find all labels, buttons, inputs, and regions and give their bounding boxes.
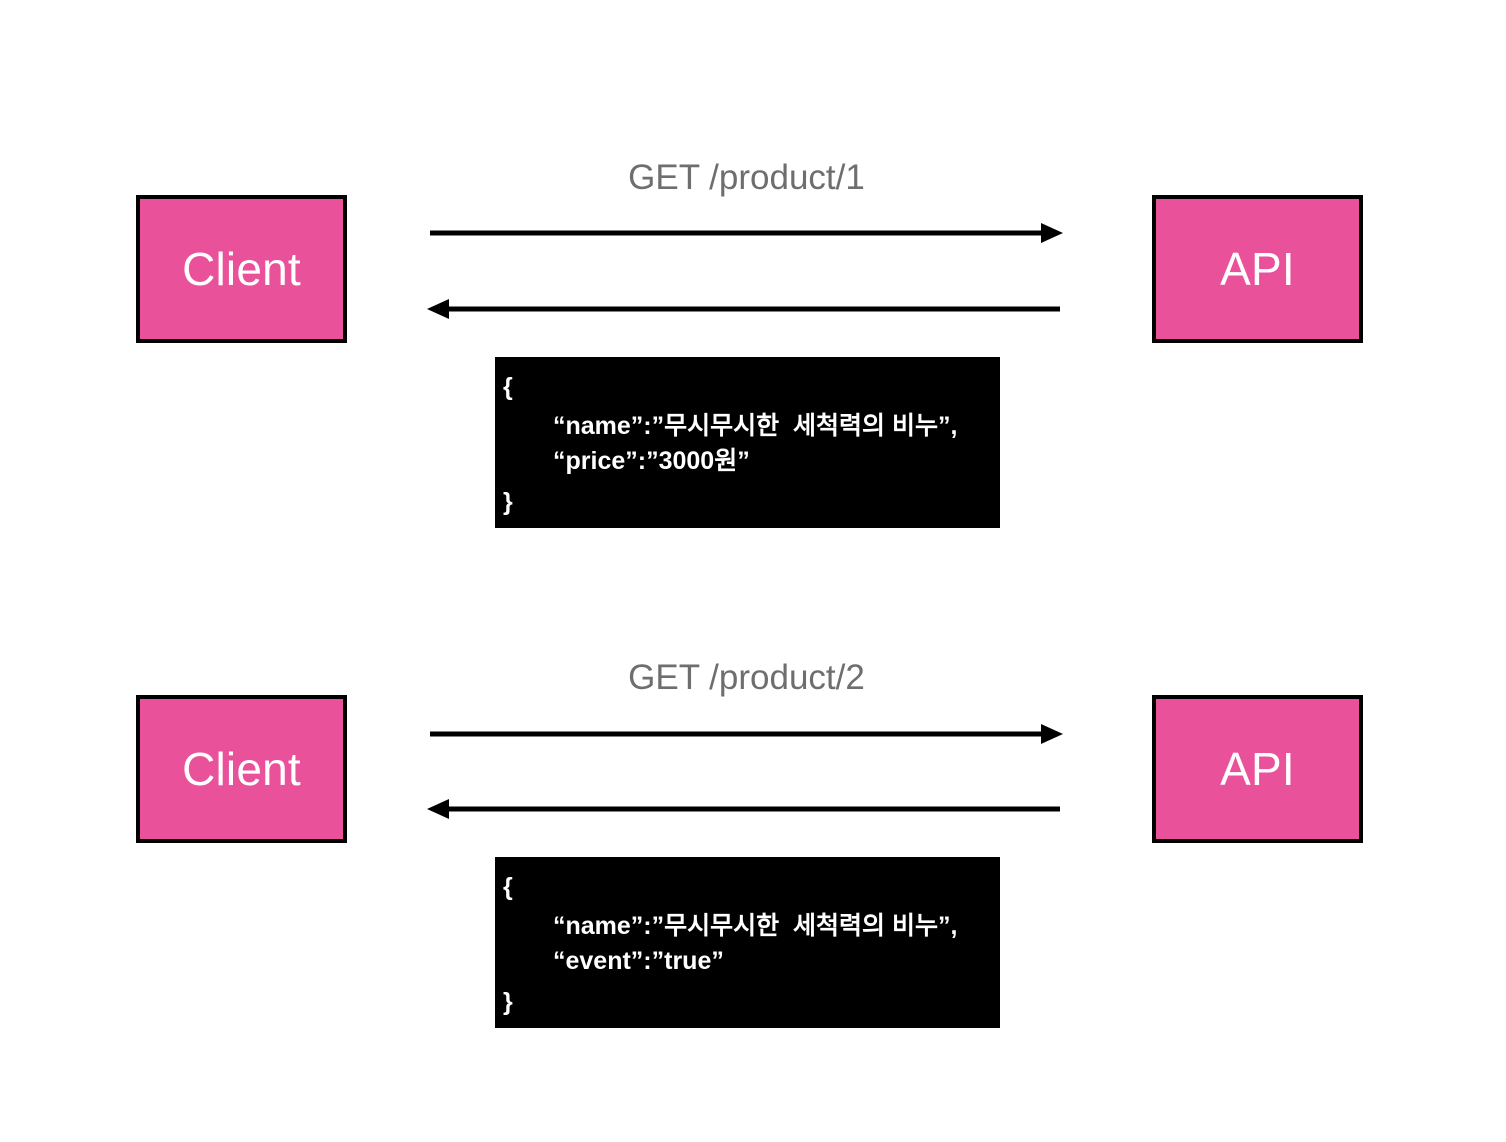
client-node-label: Client <box>182 243 301 295</box>
response-arrow-1 <box>427 299 1060 319</box>
request-arrow-1 <box>430 223 1063 243</box>
json-field-event: “event”:”true” <box>553 947 724 975</box>
json-field-name: “name”:”무시무시한 세척력의 비누”, <box>553 412 958 440</box>
json-field-name: “name”:”무시무시한 세척력의 비누”, <box>553 912 958 940</box>
client-node-1[interactable]: Client <box>136 195 347 343</box>
response-arrow-2 <box>427 799 1060 819</box>
api-node-2[interactable]: API <box>1152 695 1363 843</box>
api-node-1[interactable]: API <box>1152 195 1363 343</box>
json-brace-close: } <box>503 488 513 516</box>
client-node-2[interactable]: Client <box>136 695 347 843</box>
json-response-block-1: { “name”:”무시무시한 세척력의 비누”, “price”:”3000원… <box>495 357 1000 528</box>
request-label-2: GET /product/2 <box>628 658 865 697</box>
api-node-label: API <box>1220 243 1295 295</box>
json-brace-open: { <box>503 373 513 401</box>
json-brace-open: { <box>503 873 513 901</box>
json-brace-close: } <box>503 988 513 1016</box>
request-label-1: GET /product/1 <box>628 158 865 197</box>
client-node-label: Client <box>182 743 301 795</box>
json-response-block-2: { “name”:”무시무시한 세척력의 비누”, “event”:”true”… <box>495 857 1000 1028</box>
json-field-price: “price”:”3000원” <box>553 447 750 475</box>
request-arrow-2 <box>430 724 1063 744</box>
api-node-label: API <box>1220 743 1295 795</box>
